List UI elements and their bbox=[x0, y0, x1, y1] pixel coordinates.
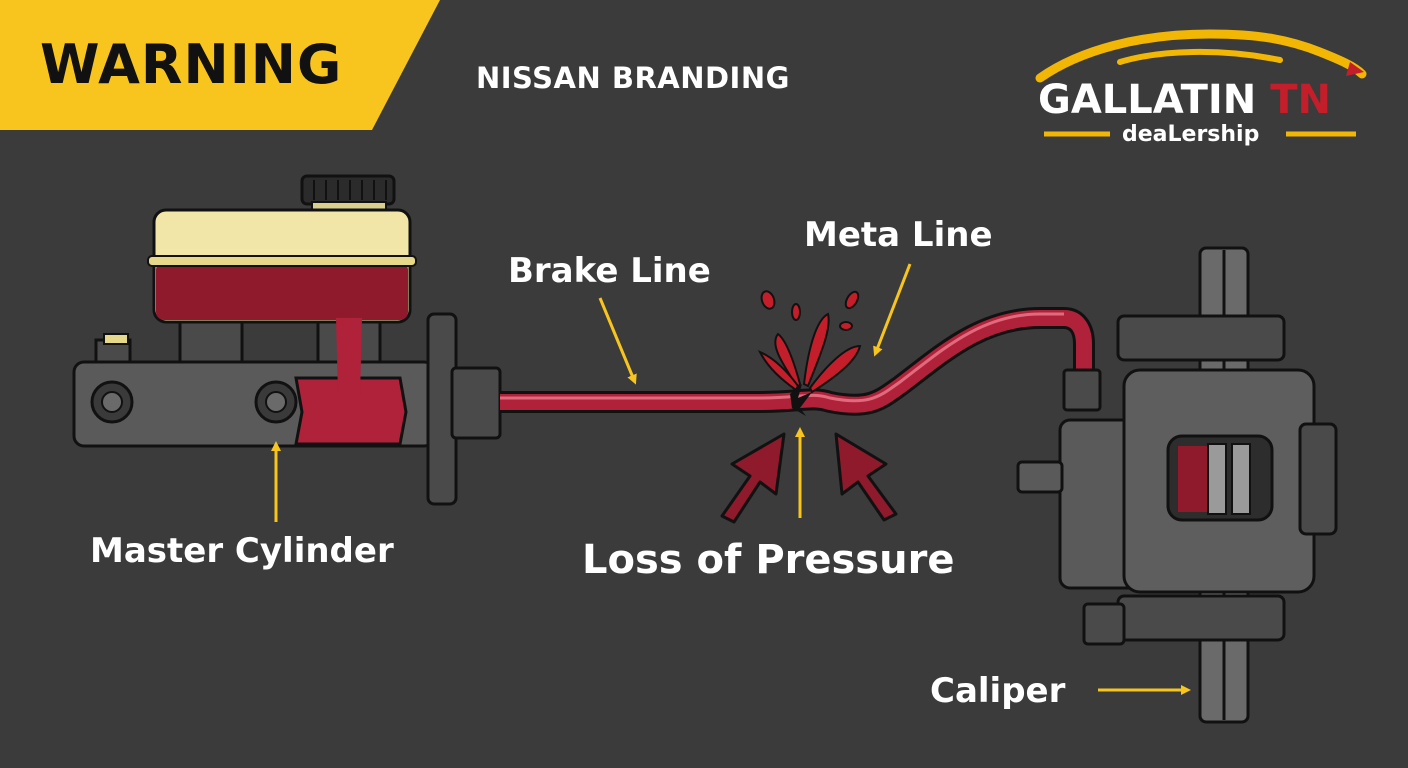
pressure-arrow-right bbox=[834, 432, 898, 522]
label-caliper: Caliper bbox=[930, 671, 1066, 711]
dealer-name-part1: GALLATIN bbox=[1038, 77, 1257, 123]
caliper-icon bbox=[1016, 246, 1338, 724]
arrow-brake-line bbox=[598, 297, 637, 385]
label-master-cylinder: Master Cylinder bbox=[90, 531, 394, 571]
master-cylinder-icon bbox=[72, 174, 502, 506]
fluid-spray-icon bbox=[757, 290, 862, 416]
brake-line-tube bbox=[500, 307, 1102, 416]
label-loss-of-pressure: Loss of Pressure bbox=[582, 537, 955, 583]
dealer-subtitle: deaLership bbox=[1122, 122, 1260, 147]
warning-text: WARNING bbox=[40, 33, 343, 96]
arrow-meta-line bbox=[873, 263, 912, 357]
pointer-arrow-icon bbox=[271, 263, 1191, 695]
dealer-name: GALLATIN TN bbox=[1038, 80, 1331, 120]
label-brake-line: Brake Line bbox=[508, 251, 711, 291]
warning-banner bbox=[0, 0, 440, 130]
pressure-arrow-left bbox=[720, 432, 786, 524]
dealer-name-part2: TN bbox=[1270, 77, 1331, 123]
label-meta-line: Meta Line bbox=[804, 215, 993, 255]
branding-text: NISSAN BRANDING bbox=[476, 61, 790, 95]
pressure-arrows bbox=[720, 432, 898, 524]
car-swoosh-icon bbox=[1035, 29, 1367, 137]
